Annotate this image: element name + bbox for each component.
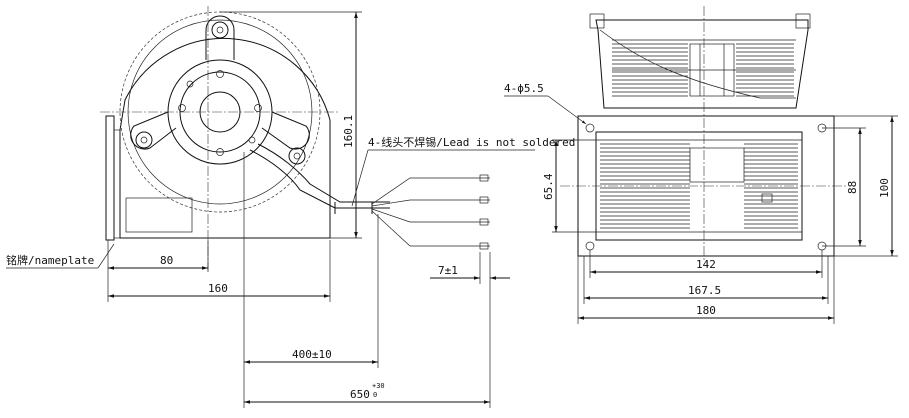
- outlet-flange: [105, 115, 115, 241]
- power-cable: [249, 149, 390, 209]
- dim-cable-length: 400±10: [292, 348, 332, 361]
- scroll-housing: [119, 37, 331, 239]
- screw: [248, 136, 256, 144]
- screw: [216, 70, 224, 78]
- screw: [186, 80, 194, 88]
- nameplate-area: [125, 197, 193, 233]
- dim-front-width: 160: [208, 282, 228, 295]
- dim-nameplate-offset: 80: [160, 254, 173, 267]
- motor-grille: [612, 43, 794, 97]
- outlet-grille: [600, 143, 798, 229]
- dim-front-height: 160.1: [342, 115, 355, 148]
- front-view: [100, 6, 490, 270]
- front-dimensions: 160.1 80 160 400±10 650 +30 0 7±1 4-线头不焊…: [6, 11, 575, 408]
- holes-label: 4-ϕ5.5: [504, 82, 544, 95]
- lead-wires: [371, 174, 490, 250]
- screw: [216, 148, 224, 156]
- mounting-arm-left: [130, 111, 177, 150]
- side-dimensions: 4-ϕ5.5 65.4 88 100 142 167.5 180: [504, 82, 898, 324]
- mounting-arm-top: [205, 15, 235, 60]
- dim-flange-hole-v: 88: [846, 181, 859, 194]
- motor-housing-top: [595, 19, 809, 109]
- dim-flange-height: 100: [878, 178, 891, 198]
- screw: [254, 104, 262, 112]
- mounting-arm-right: [261, 111, 310, 165]
- motor-body: [689, 147, 745, 183]
- dim-lead-length: 650: [350, 388, 370, 401]
- dim-lead-strip: 7±1: [438, 264, 458, 277]
- flange-hole: [585, 123, 595, 133]
- flange-hole: [585, 241, 595, 251]
- screw: [178, 104, 186, 112]
- dim-lead-tol-lower: 0: [373, 391, 377, 399]
- dim-body-width: 167.5: [688, 284, 721, 297]
- side-view: [560, 6, 846, 262]
- dim-lead-tol-upper: +30: [372, 382, 385, 390]
- dim-hole-spacing-v: 65.4: [542, 173, 555, 200]
- dim-flange-width: 180: [696, 304, 716, 317]
- nameplate-label: 铭牌/nameplate: [6, 253, 94, 267]
- dim-hole-spacing-h: 142: [696, 258, 716, 271]
- lead-note: 4-线头不焊锡/Lead is not soldered: [368, 135, 575, 149]
